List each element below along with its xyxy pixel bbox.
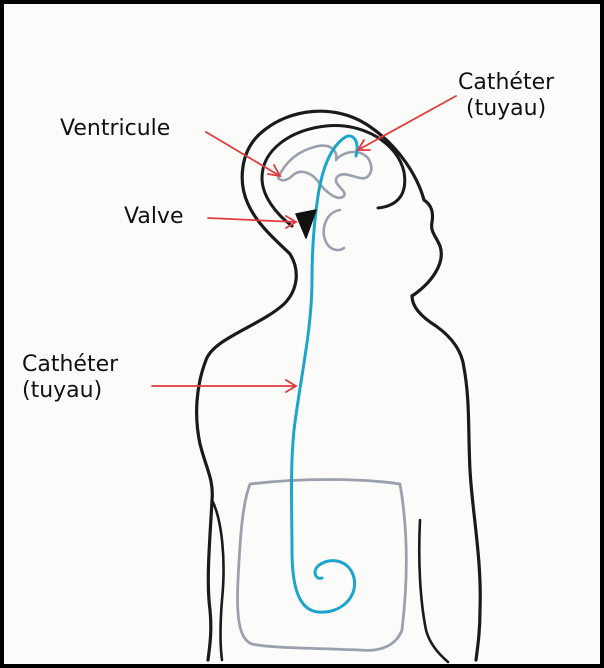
label-catheter-body: Cathéter (tuyau) [22, 352, 118, 404]
right-arm-inner-line [419, 520, 448, 662]
label-catheter-head: Cathéter (tuyau) [458, 70, 554, 122]
left-arm-inner-line [212, 500, 224, 660]
label-catheter-body-line2: (tuyau) [22, 378, 118, 404]
label-catheter-body-line1: Cathéter [22, 352, 118, 378]
label-valve: Valve [124, 204, 184, 230]
ear-shape [324, 210, 344, 250]
label-catheter-head-line1: Cathéter [458, 70, 554, 96]
catheter-line [292, 136, 358, 612]
skull-inner-line-left [262, 178, 292, 226]
arrow-catheter-head [358, 96, 456, 150]
label-catheter-head-line2: (tuyau) [458, 96, 554, 122]
arrow-catheter-body [152, 380, 296, 392]
label-ventricule: Ventricule [60, 116, 170, 142]
